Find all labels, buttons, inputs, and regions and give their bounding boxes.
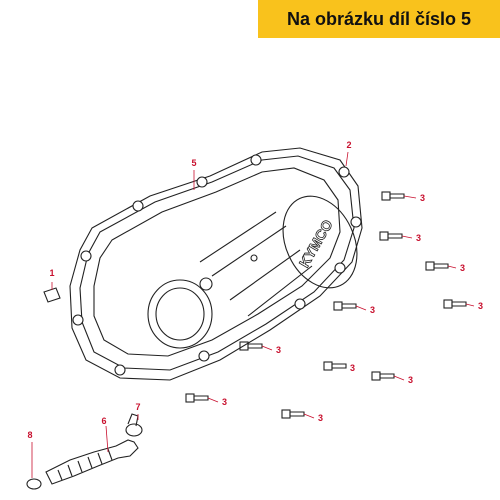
bolt-group <box>185 191 467 419</box>
callout-3: 3 <box>420 193 425 203</box>
logo-text: KYMCO <box>296 217 336 270</box>
cover-hole <box>199 277 213 291</box>
logo-oval <box>282 195 358 289</box>
bolt <box>281 409 305 419</box>
bolt <box>239 341 263 351</box>
mounting-lugs <box>72 154 362 376</box>
callout-3: 3 <box>370 305 375 315</box>
bolt <box>333 301 357 311</box>
part-7-hose-clamp <box>125 413 143 437</box>
part-1-dowel <box>43 287 61 303</box>
part-8-clamp <box>26 478 42 490</box>
bolt <box>371 371 395 381</box>
cover-rib <box>199 211 313 317</box>
callout-6: 6 <box>101 416 106 426</box>
callout-5: 5 <box>191 158 196 168</box>
bolt <box>381 191 405 201</box>
bolt <box>185 393 209 403</box>
cover-hole <box>250 254 258 262</box>
clutch-boss <box>147 279 213 349</box>
cover-inner-contour <box>93 167 341 357</box>
callout-1: 1 <box>49 268 54 278</box>
callout-3: 3 <box>478 301 483 311</box>
bolt <box>425 261 449 271</box>
callout-7: 7 <box>135 402 140 412</box>
callout-3: 3 <box>350 363 355 373</box>
bolt <box>379 231 403 241</box>
leader-lines <box>31 151 475 478</box>
callout-8: 8 <box>27 430 32 440</box>
banner-text: Na obrázku díl číslo 5 <box>286 8 472 29</box>
part-number-banner: Na obrázku díl číslo 5 <box>258 0 500 38</box>
callout-3: 3 <box>408 375 413 385</box>
gasket-outline <box>69 147 363 381</box>
callout-3: 3 <box>276 345 281 355</box>
callout-3: 3 <box>460 263 465 273</box>
callout-3: 3 <box>318 413 323 423</box>
callout-2: 2 <box>346 140 351 150</box>
clutch-boss-inner <box>155 287 205 341</box>
bolt <box>443 299 467 309</box>
callout-3: 3 <box>416 233 421 243</box>
part-6-duct-hose <box>45 439 139 485</box>
callout-3: 3 <box>222 397 227 407</box>
bolt <box>323 361 347 371</box>
